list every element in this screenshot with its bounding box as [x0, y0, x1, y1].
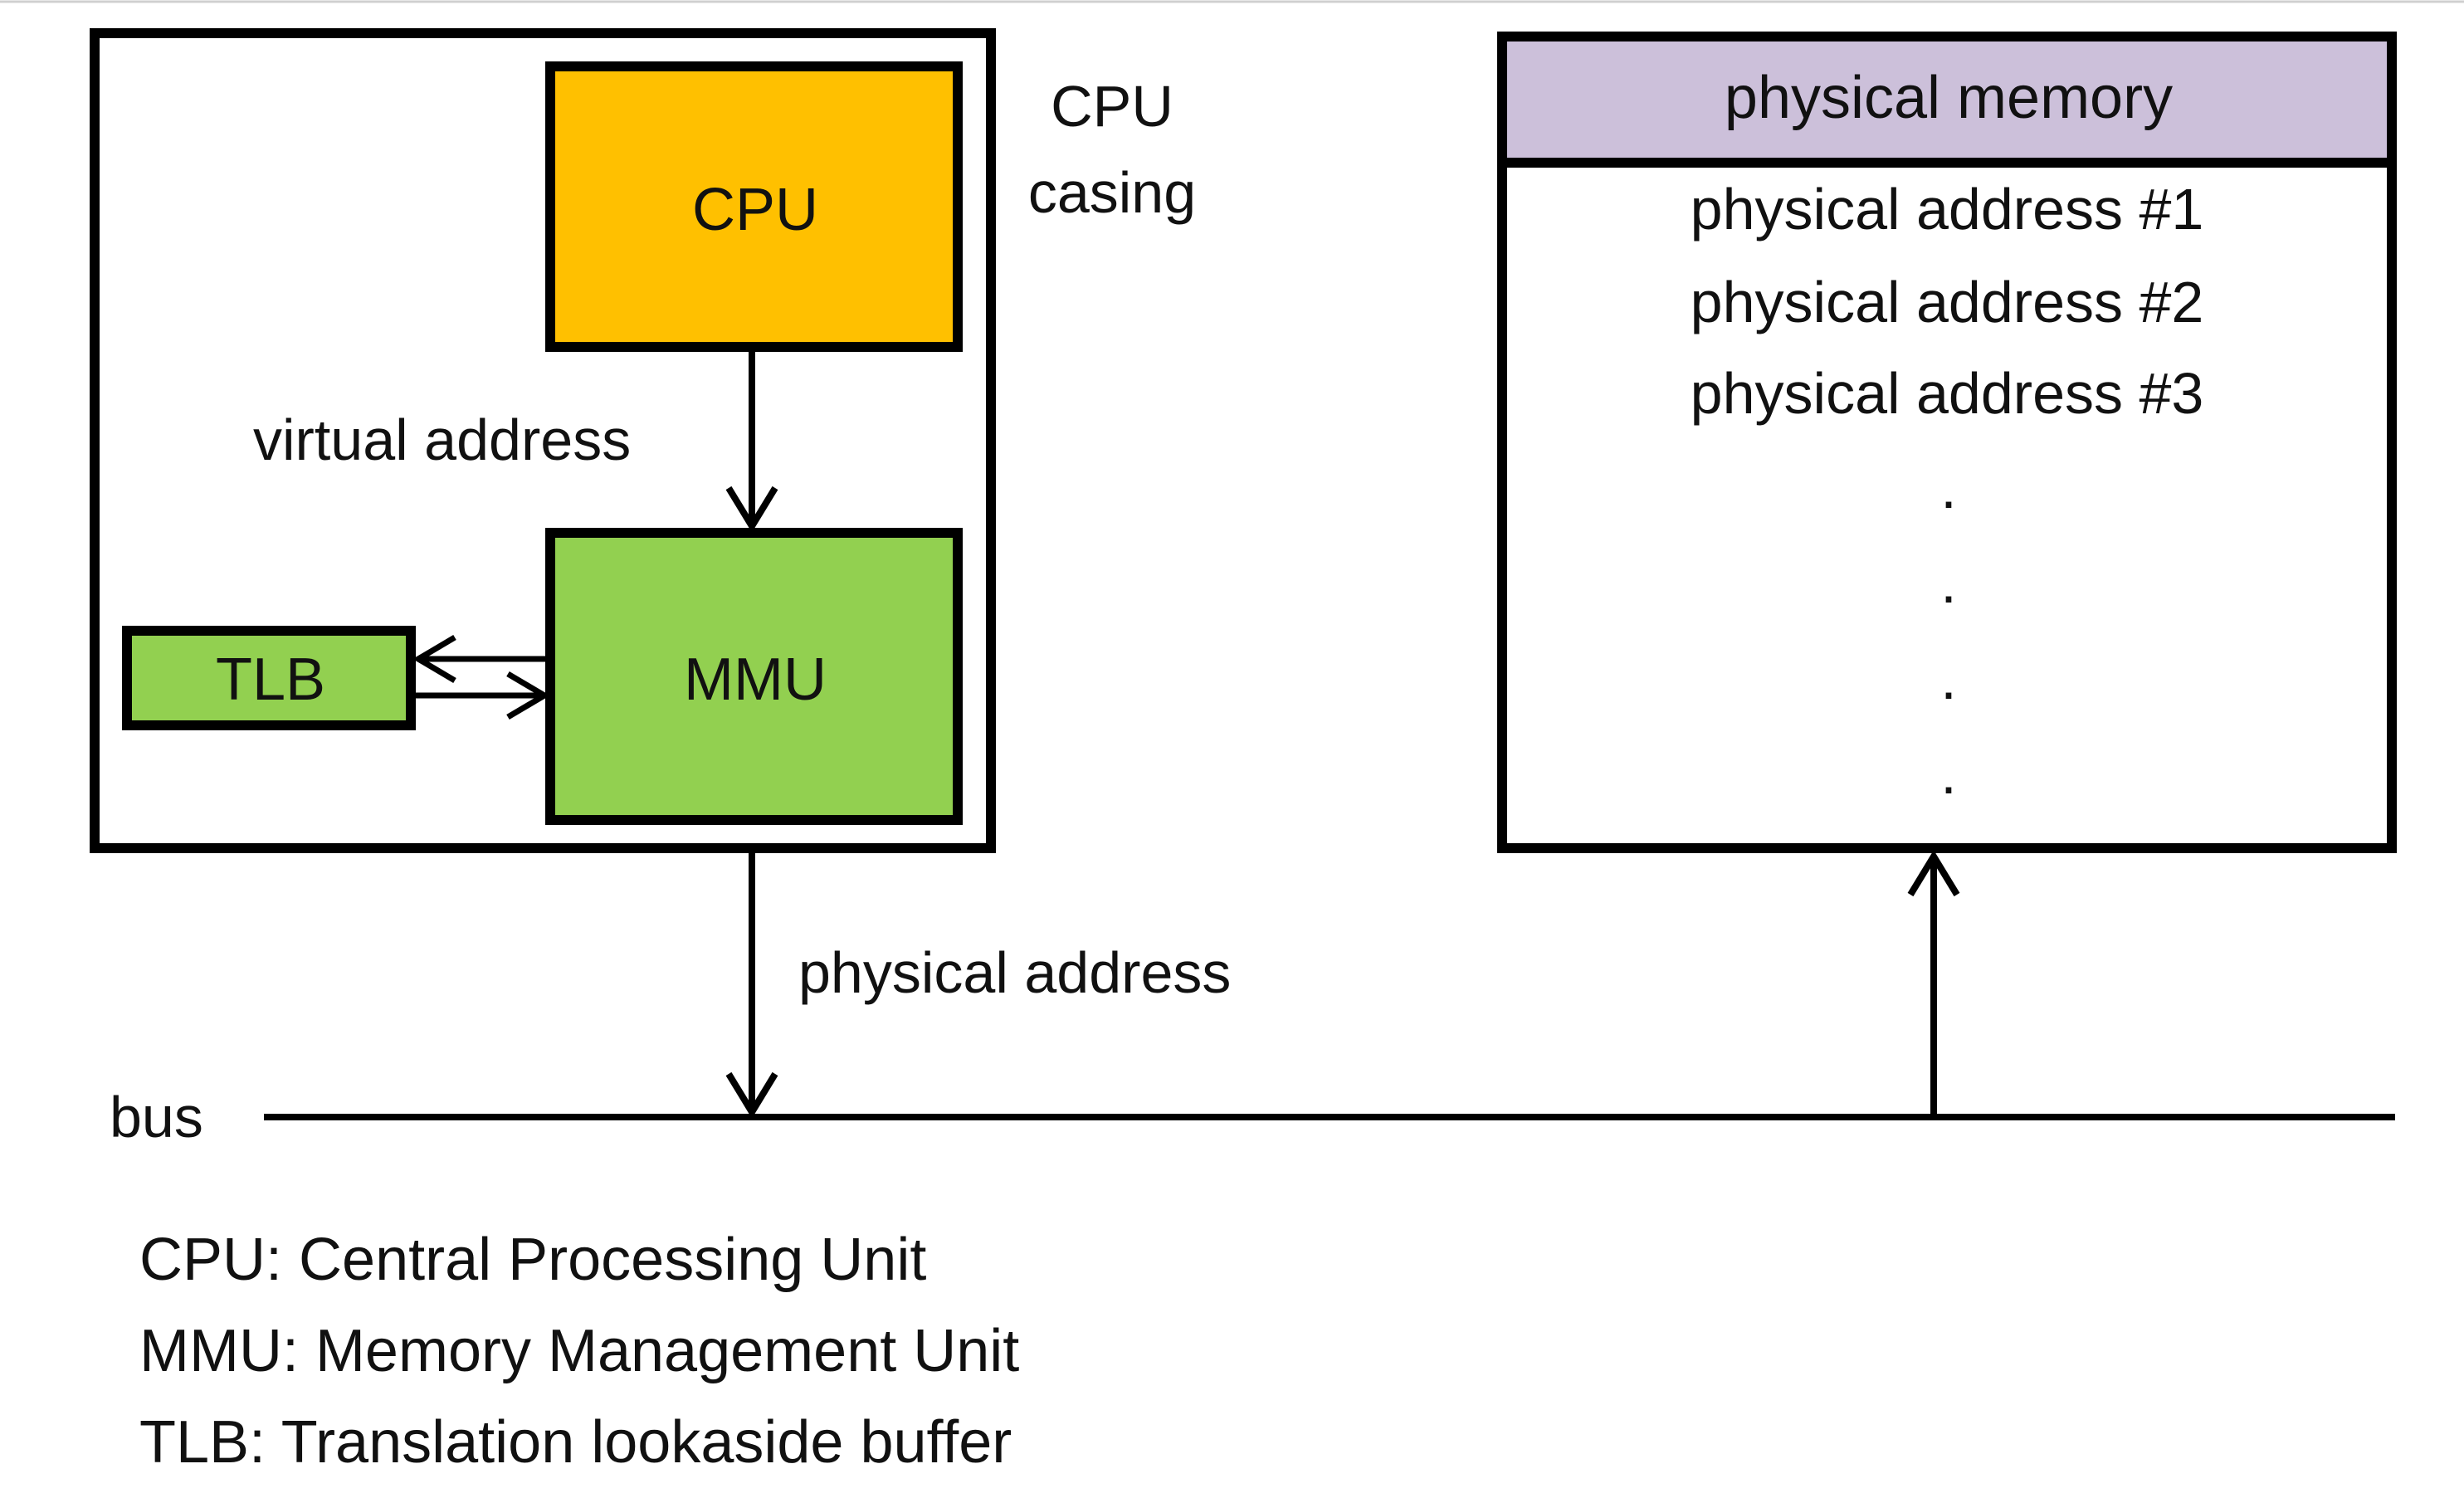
- physical-address-entry-1: physical address #1: [1691, 177, 2204, 242]
- bus-to-memory-arrow: [1907, 850, 1960, 1117]
- tlb-box-label: TLB: [216, 647, 325, 713]
- legend-item-mmu: MMU: Memory Management Unit: [139, 1318, 1019, 1384]
- mmu-to-bus-arrow: [725, 848, 778, 1119]
- cpu-box-label: CPU: [692, 177, 818, 243]
- physical-address-entry-2: physical address #2: [1691, 270, 2204, 334]
- ellipsis-dot-1: .: [1940, 456, 1956, 520]
- physical-memory-header: physical memory: [1725, 65, 2173, 131]
- mmu-to-tlb-arrow: [412, 634, 548, 684]
- cpu-box: CPU: [545, 61, 963, 352]
- cpu-box-rect: [545, 61, 963, 352]
- ellipsis-dot-2: .: [1940, 550, 1956, 615]
- mmu-box: MMU: [545, 528, 963, 825]
- physical-address-entry-3: physical address #3: [1691, 361, 2204, 426]
- physical-memory-box: physical memory physical address #1 phys…: [1497, 32, 2397, 853]
- bus-label: bus: [110, 1085, 203, 1149]
- cpu-casing-label-line2: casing: [1028, 160, 1196, 225]
- legend-item-tlb: TLB: Translation lookaside buffer: [139, 1409, 1012, 1476]
- tlb-to-mmu-arrow: [415, 671, 550, 720]
- legend: CPU: Central Processing Unit MMU: Memory…: [139, 1227, 1019, 1476]
- ellipsis-dot-4: .: [1940, 741, 1956, 806]
- mmu-box-rect: [545, 528, 963, 825]
- mmu-box-label: MMU: [684, 647, 827, 713]
- cpu-casing-label-line1: CPU: [1051, 74, 1173, 139]
- physical-memory-header-bg: [1502, 37, 2392, 161]
- physical-address-label: physical address: [798, 940, 1231, 1005]
- cpu-to-mmu-arrow: [725, 347, 778, 533]
- tlb-box: TLB: [122, 626, 416, 730]
- legend-item-cpu: CPU: Central Processing Unit: [139, 1227, 926, 1293]
- ellipsis-dot-3: .: [1940, 647, 1956, 711]
- virtual-address-label: virtual address: [253, 407, 631, 472]
- physical-memory-outline: [1497, 32, 2397, 853]
- tlb-box-rect: [122, 626, 416, 730]
